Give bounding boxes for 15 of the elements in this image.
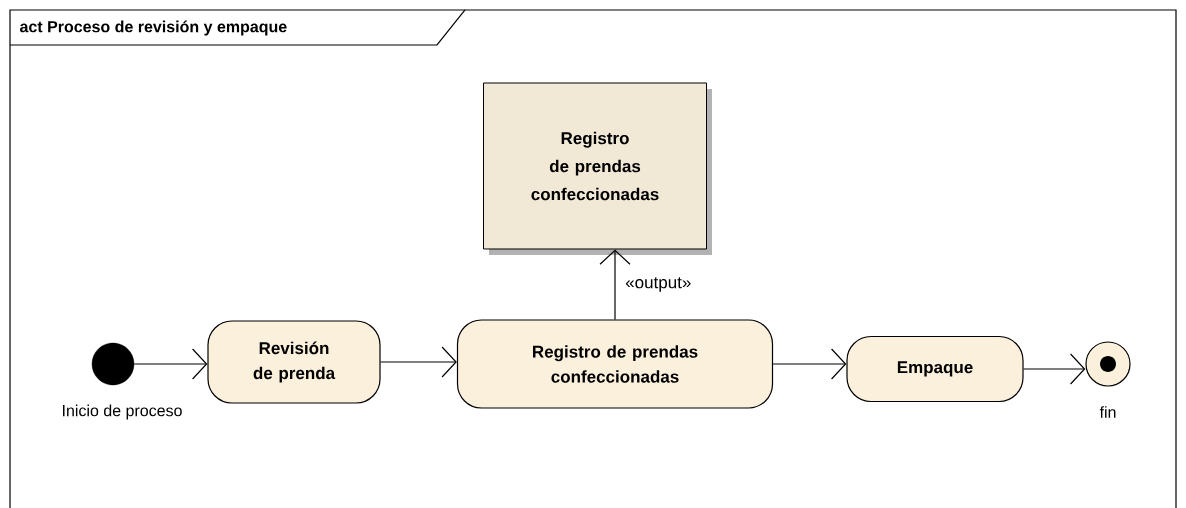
arrow — [133, 348, 208, 380]
arrow — [380, 346, 457, 378]
start-node — [91, 342, 135, 386]
action-box: Empaque — [846, 335, 1024, 403]
edge-label: «output» — [625, 277, 691, 292]
frame-title: act Proceso de revisión y empaque — [20, 20, 287, 36]
node-caption: Inicio de proceso — [63, 404, 182, 420]
node-caption: fin — [1099, 406, 1116, 418]
object-box: Registro de prendas confeccionadas — [483, 82, 712, 255]
end-node — [1085, 341, 1131, 387]
arrow — [1023, 353, 1086, 385]
action-box: Revisión de prenda — [207, 320, 381, 404]
arrow — [772, 348, 847, 380]
arrow — [599, 249, 631, 320]
action-box: Registro de prendas confeccionadas — [456, 319, 774, 409]
